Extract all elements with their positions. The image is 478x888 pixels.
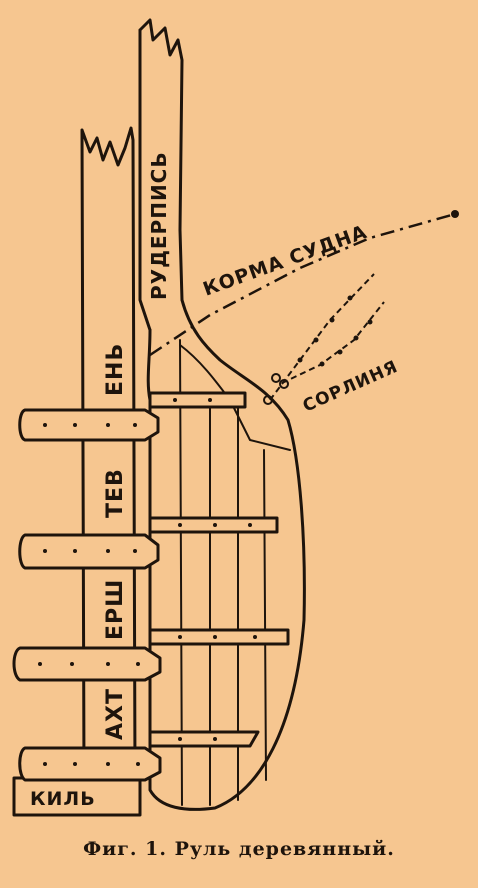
stern-line-end — [451, 210, 459, 218]
rudder-stock-label: РУДЕРПИСЬ — [147, 151, 171, 300]
rudder-blade-outline — [146, 298, 306, 811]
eye-ring — [271, 373, 281, 383]
rudder-stock-outline — [138, 18, 184, 332]
sternpost-label-4: ЕНЬ — [103, 343, 128, 396]
lanyard-label: СОРЛИНЯ — [300, 357, 401, 417]
sternpost-label-1: АХТ — [103, 688, 128, 740]
figure-caption: Фиг. 1. Руль деревянный. — [83, 838, 395, 860]
pintles — [12, 391, 290, 782]
sternpost-label-3: ТЕВ — [103, 468, 128, 518]
keel-label: КИЛЬ — [30, 788, 96, 810]
sternpost-label-2: ЕРШ — [103, 579, 128, 640]
stern-label: КОРМА СУДНА — [200, 221, 370, 301]
